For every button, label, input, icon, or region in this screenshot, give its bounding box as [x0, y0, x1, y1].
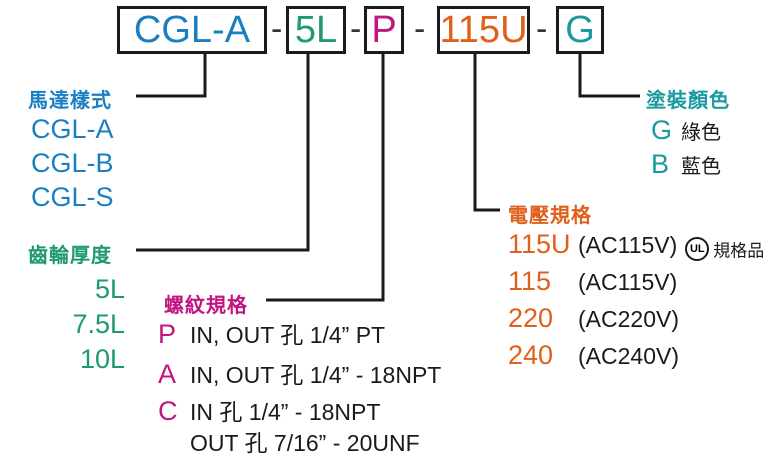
thread-code: C — [158, 396, 178, 426]
model-box-motor: CGL-A — [117, 6, 267, 54]
voltage-code: 115U — [508, 229, 571, 259]
motor-heading: 馬達樣式 — [28, 90, 112, 112]
separator: - — [350, 10, 362, 48]
connector-voltage — [473, 54, 500, 212]
motor-item: CGL-S — [31, 182, 114, 212]
model-part-motor: CGL-A — [133, 9, 251, 51]
model-box-paint: G — [556, 6, 604, 54]
voltage-spec: (AC220V) — [578, 306, 679, 332]
voltage-row: 240 (AC240V) — [508, 342, 679, 369]
thread-text: IN, OUT 孔 1/4” PT — [190, 322, 386, 348]
motor-item: CGL-A — [31, 114, 114, 144]
voltage-heading: 電壓規格 — [508, 205, 592, 227]
motor-item: CGL-B — [31, 148, 114, 178]
ul-certification-icon: UL — [685, 236, 710, 261]
gear-item: 5L — [94, 274, 125, 304]
separator: - — [414, 10, 426, 48]
connector-thread — [266, 54, 385, 302]
paint-code: G — [651, 115, 673, 145]
thread-row: C IN 孔 1/4” - 18NPT — [158, 398, 380, 425]
model-box-gear: 5L — [286, 6, 346, 54]
model-box-voltage: 115U — [437, 6, 530, 54]
gear-heading: 齒輪厚度 — [28, 245, 112, 267]
gear-item: 7.5L — [72, 309, 125, 339]
separator: - — [536, 10, 548, 48]
thread-text: OUT 孔 7/16” - 20UNF — [190, 430, 420, 456]
thread-heading: 螺紋規格 — [164, 295, 248, 317]
model-part-gear: 5L — [294, 9, 338, 51]
voltage-code: 220 — [508, 303, 554, 333]
thread-code: P — [158, 319, 177, 349]
paint-row: G 綠色 — [651, 116, 721, 145]
connector-motor — [136, 54, 207, 98]
connector-gear — [136, 54, 310, 252]
model-part-voltage: 115U — [439, 9, 528, 51]
connector-paint — [578, 54, 640, 98]
thread-row: A IN, OUT 孔 1/4” - 18NPT — [158, 361, 441, 388]
paint-label: 綠色 — [681, 122, 721, 144]
paint-row: B 藍色 — [651, 150, 721, 179]
voltage-row: 115 (AC115V) — [508, 268, 677, 295]
voltage-spec: (AC115V) — [578, 269, 678, 295]
paint-heading: 塗裝顏色 — [646, 90, 730, 112]
thread-code: A — [158, 359, 177, 389]
model-part-paint: G — [565, 9, 595, 51]
voltage-spec: (AC115V) — [578, 232, 678, 258]
model-box-thread: P — [364, 6, 404, 54]
voltage-code: 240 — [508, 340, 554, 370]
paint-code: B — [651, 149, 670, 179]
voltage-spec: (AC240V) — [578, 343, 679, 369]
voltage-code: 115 — [508, 266, 552, 296]
separator: - — [271, 10, 283, 48]
model-part-thread: P — [371, 9, 397, 51]
paint-label: 藍色 — [681, 156, 721, 178]
thread-row: P IN, OUT 孔 1/4” PT — [158, 321, 385, 348]
voltage-row: 220 (AC220V) — [508, 305, 679, 332]
thread-text: IN, OUT 孔 1/4” - 18NPT — [190, 362, 442, 388]
thread-text: IN 孔 1/4” - 18NPT — [190, 399, 381, 425]
gear-item: 10L — [79, 344, 125, 374]
thread-row: OUT 孔 7/16” - 20UNF — [158, 432, 420, 456]
ul-badge-label: 規格品 — [713, 241, 765, 261]
